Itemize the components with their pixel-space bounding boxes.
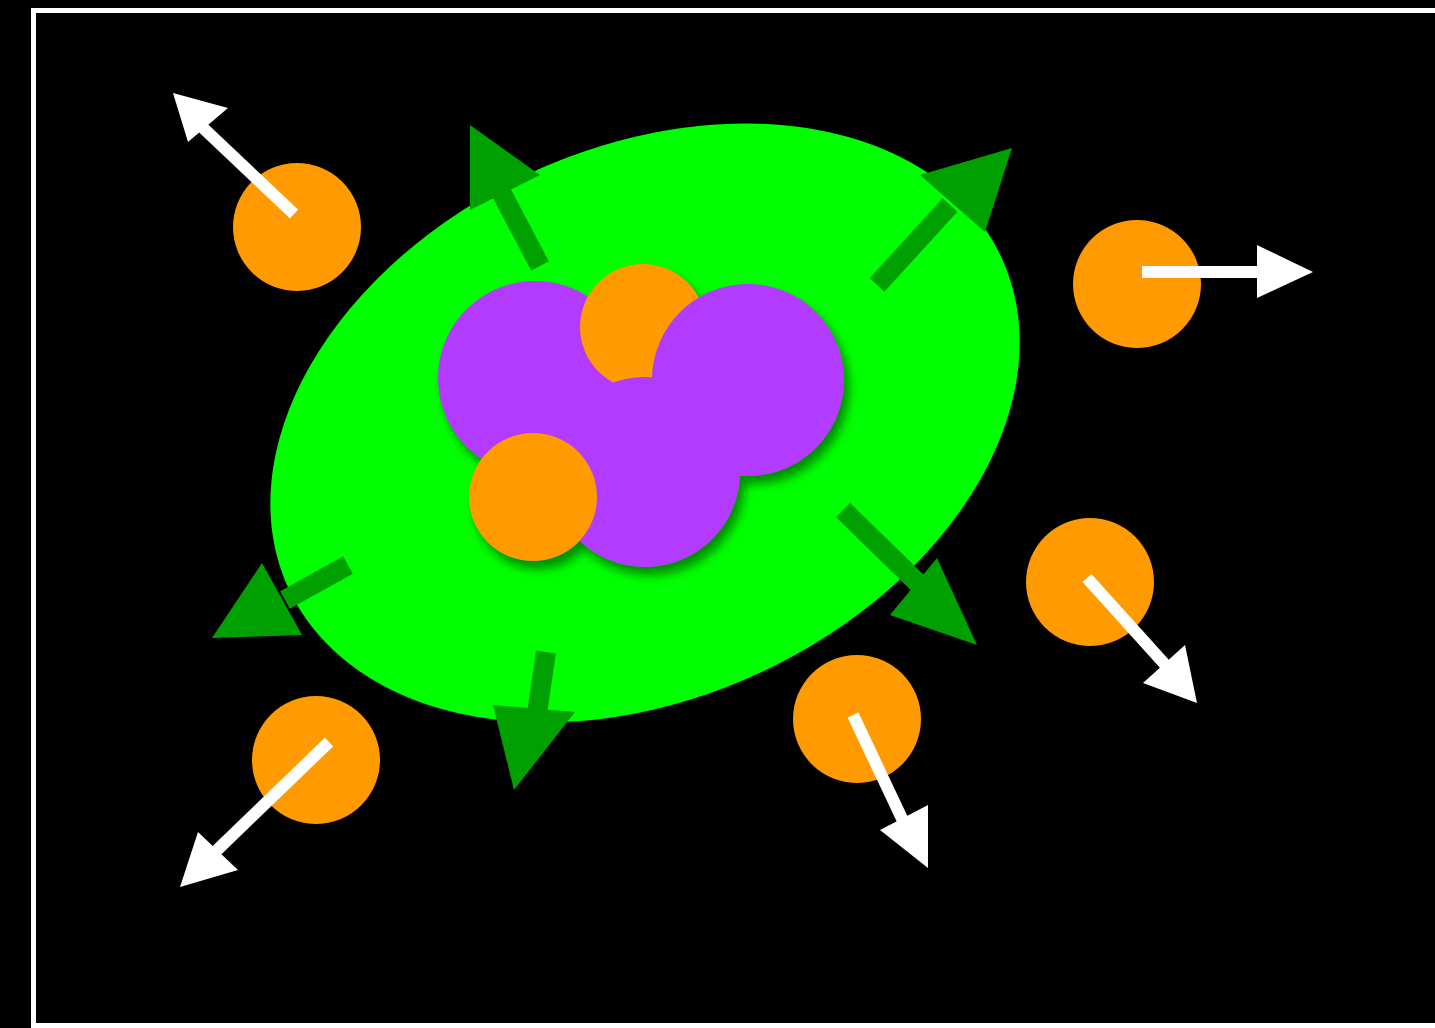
- particle-right-lower: [1026, 518, 1197, 703]
- particle-right: [1073, 220, 1313, 348]
- particle-bottom-left: [180, 696, 380, 887]
- core-particle-bottom: [469, 433, 597, 561]
- core-sphere-right: [652, 284, 844, 476]
- particle-top-left: [173, 93, 361, 291]
- particle-bottom-mid: [793, 655, 928, 868]
